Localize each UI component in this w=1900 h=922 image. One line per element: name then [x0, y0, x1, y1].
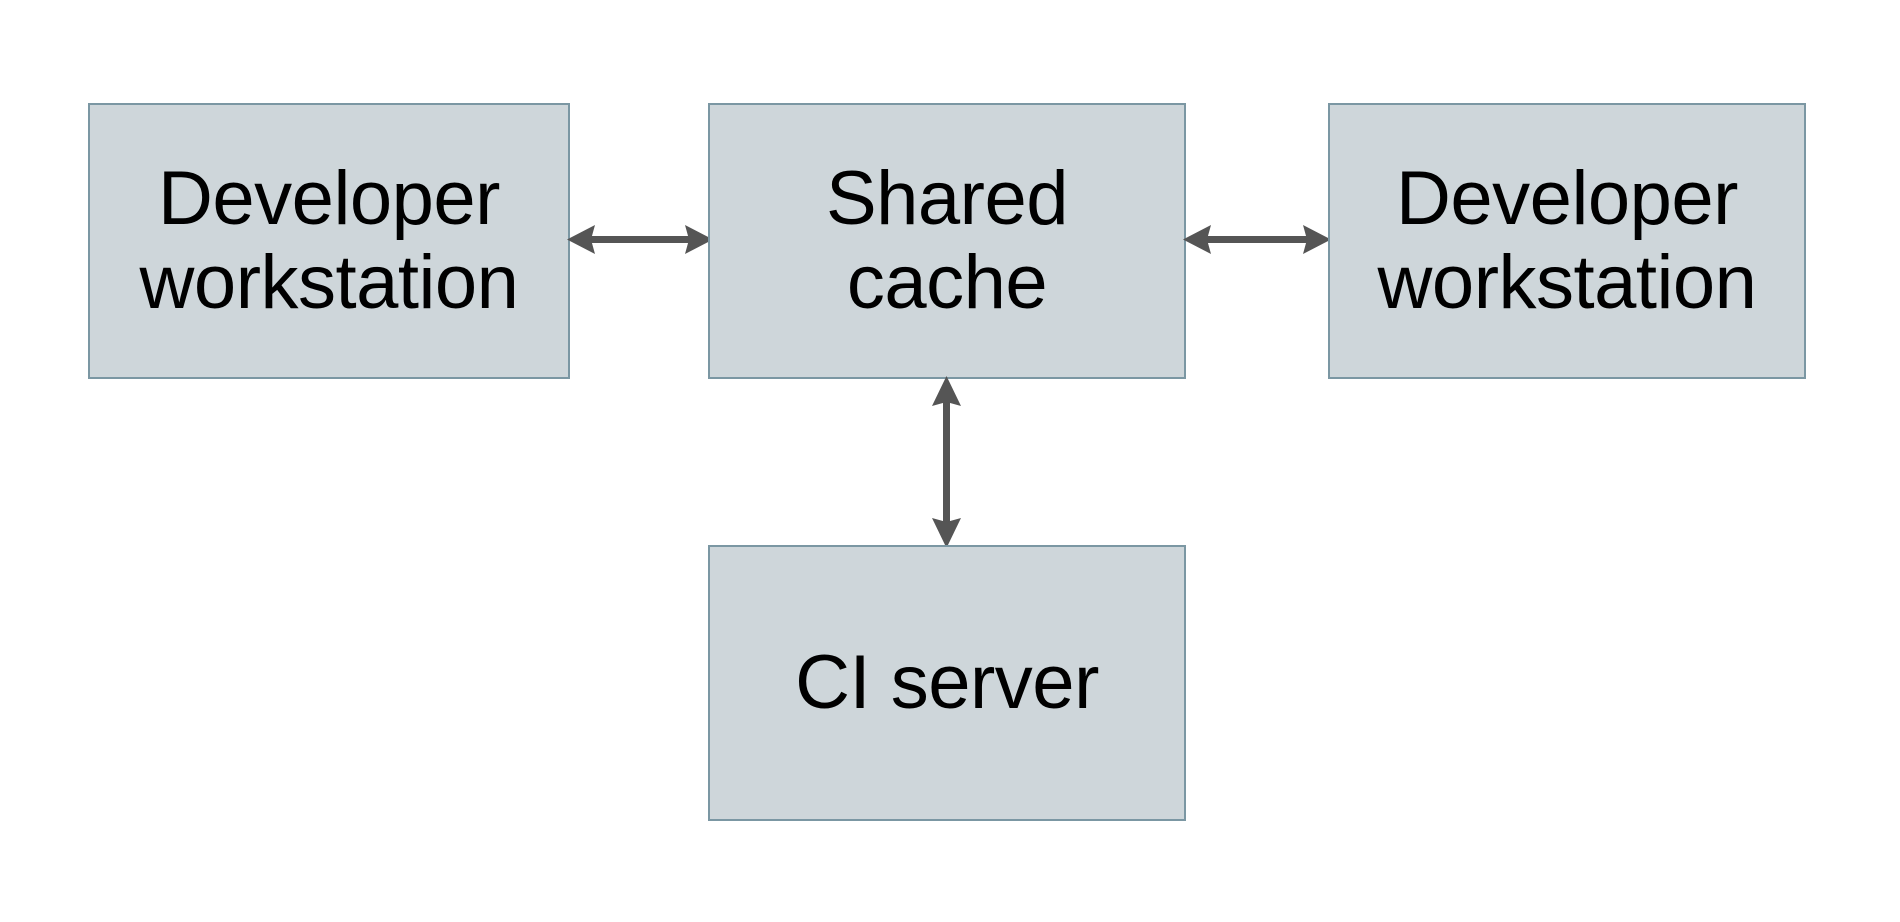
node-label: CI server [795, 640, 1099, 726]
node-shared-cache[interactable]: Shared cache [708, 103, 1186, 379]
bidirectional-arrow-icon [567, 225, 713, 254]
edge-shared-cache-to-ci-server [921, 376, 973, 548]
bidirectional-arrow-icon [932, 376, 961, 548]
node-developer-workstation-left[interactable]: Developer workstation [88, 103, 570, 379]
edge-shared-cache-to-developer-right [1183, 214, 1331, 266]
node-label: Developer workstation [1377, 156, 1757, 325]
node-label: Developer workstation [139, 156, 519, 325]
node-ci-server[interactable]: CI server [708, 545, 1186, 821]
node-label: Shared cache [825, 156, 1069, 325]
bidirectional-arrow-icon [1183, 225, 1331, 254]
node-developer-workstation-right[interactable]: Developer workstation [1328, 103, 1806, 379]
edge-developer-left-to-shared-cache [567, 214, 713, 266]
